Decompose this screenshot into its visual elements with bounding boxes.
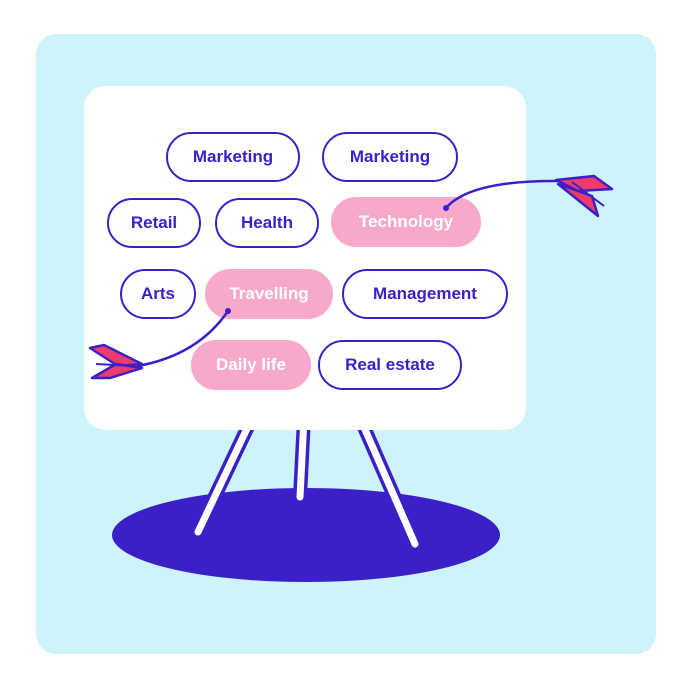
tag-label: Travelling	[229, 284, 309, 303]
easel-leg-middle	[296, 414, 308, 501]
easel-shadow	[112, 488, 500, 582]
tag-label: Marketing	[349, 147, 431, 166]
tag-marketing-2[interactable]: Marketing	[322, 132, 458, 182]
tag-management[interactable]: Management	[342, 269, 508, 319]
tag-daily-life[interactable]: Daily life	[191, 340, 311, 390]
tag-marketing[interactable]: Marketing	[166, 132, 300, 182]
tag-health[interactable]: Health	[215, 198, 319, 248]
tag-technology[interactable]: Technology	[331, 197, 481, 247]
tag-label: Marketing	[192, 147, 274, 166]
easel-leg-left	[194, 414, 256, 536]
easel-leg-right	[356, 414, 419, 548]
tag-label: Technology	[358, 212, 454, 231]
tag-real-estate[interactable]: Real estate	[318, 340, 462, 390]
tag-label: Health	[241, 213, 293, 232]
tag-label: Retail	[130, 213, 178, 232]
tag-label: Arts	[140, 284, 175, 303]
tag-label: Daily life	[216, 355, 286, 374]
tag-travelling[interactable]: Travelling	[205, 269, 333, 319]
tag-arts[interactable]: Arts	[120, 269, 196, 319]
tag-retail[interactable]: Retail	[107, 198, 201, 248]
tag-label: Management	[373, 284, 477, 303]
tag-label: Real estate	[345, 355, 435, 374]
